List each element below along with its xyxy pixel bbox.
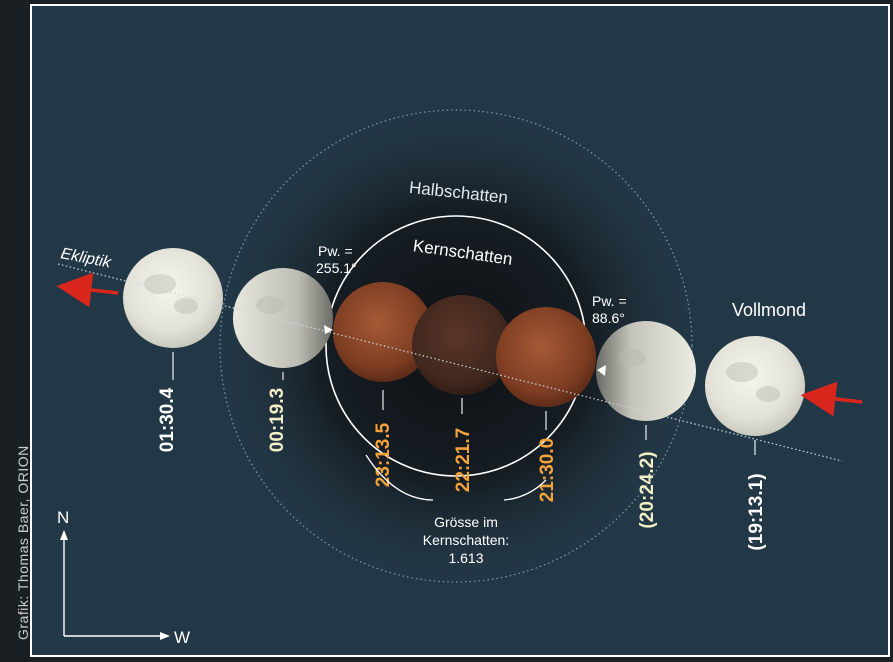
compass: N W — [57, 508, 190, 647]
direction-arrow-left — [56, 272, 119, 308]
moon-2313 — [333, 282, 433, 382]
moon-2130 — [496, 307, 596, 407]
entry-pw-value: 88.6° — [592, 310, 625, 326]
exit-pw-label: Pw. = — [318, 243, 353, 259]
magnitude-line1: Grösse im — [434, 514, 498, 530]
west-arrow-icon — [160, 632, 170, 640]
entry-pw-label: Pw. = — [592, 293, 627, 309]
time-0130: 01:30.4 — [157, 387, 178, 452]
moon-2024 — [596, 321, 696, 421]
moon-0130 — [123, 248, 223, 348]
moon-surface-markings — [144, 274, 780, 402]
north-label: N — [57, 508, 69, 527]
penumbra-circle — [219, 109, 693, 583]
credit-strip — [0, 0, 30, 662]
magnitude-value: 1.613 — [448, 550, 483, 566]
direction-arrow-right — [800, 381, 863, 417]
time-0019: 00:19.3 — [267, 388, 288, 452]
moon-0019 — [233, 268, 333, 368]
magnitude-arc-right — [503, 479, 547, 501]
exit-pw-value: 255.1° — [316, 260, 357, 276]
time-2130: 21:30.0 — [537, 438, 558, 502]
ecliptic-line — [57, 263, 843, 462]
moon-2221 — [412, 295, 512, 395]
diagram-frame — [30, 4, 890, 657]
magnitude-line2: Kernschatten: — [423, 532, 509, 548]
time-2024: (20:24.2) — [637, 451, 658, 528]
north-arrow-icon — [60, 530, 68, 540]
time-2221: 22:21.7 — [453, 428, 474, 492]
west-label: W — [174, 628, 190, 647]
time-ticks — [172, 352, 756, 455]
full-moon-label: Vollmond — [732, 300, 806, 320]
moon-1913 — [705, 336, 805, 436]
exit-contact-marker — [324, 325, 333, 334]
entry-contact-marker — [597, 365, 606, 376]
magnitude-arc-left — [365, 454, 434, 501]
time-1913: (19:13.1) — [746, 473, 767, 550]
